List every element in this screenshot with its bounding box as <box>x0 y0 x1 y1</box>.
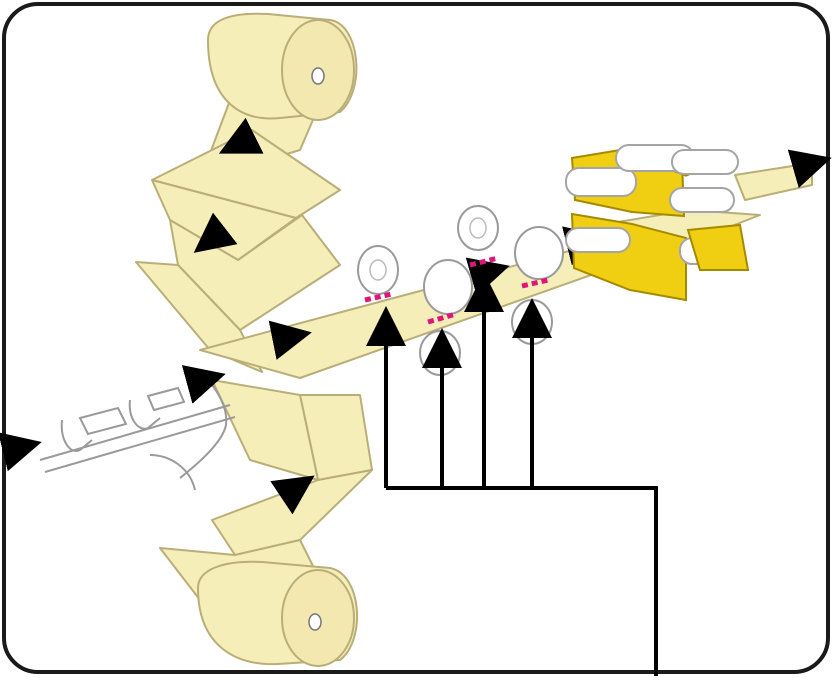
seal-roller <box>357 245 399 295</box>
callout-connector-line <box>386 486 658 676</box>
forming-unit <box>565 144 750 302</box>
seal-lines <box>364 255 549 325</box>
seal-roller <box>457 205 499 251</box>
outfeed-arrow-icon <box>787 149 832 189</box>
callout-pointer <box>366 272 658 676</box>
seal-roller <box>514 226 564 280</box>
transfer-arrow-icon <box>181 365 226 404</box>
seal-line <box>427 311 457 325</box>
seal-line <box>364 291 393 303</box>
seal-line <box>469 255 499 268</box>
upper-supply-roll <box>206 12 358 121</box>
infeed-arrow-icon <box>0 432 42 472</box>
seal-roller <box>423 259 473 315</box>
seal-line <box>521 277 549 289</box>
lower-supply-roll <box>196 560 359 667</box>
